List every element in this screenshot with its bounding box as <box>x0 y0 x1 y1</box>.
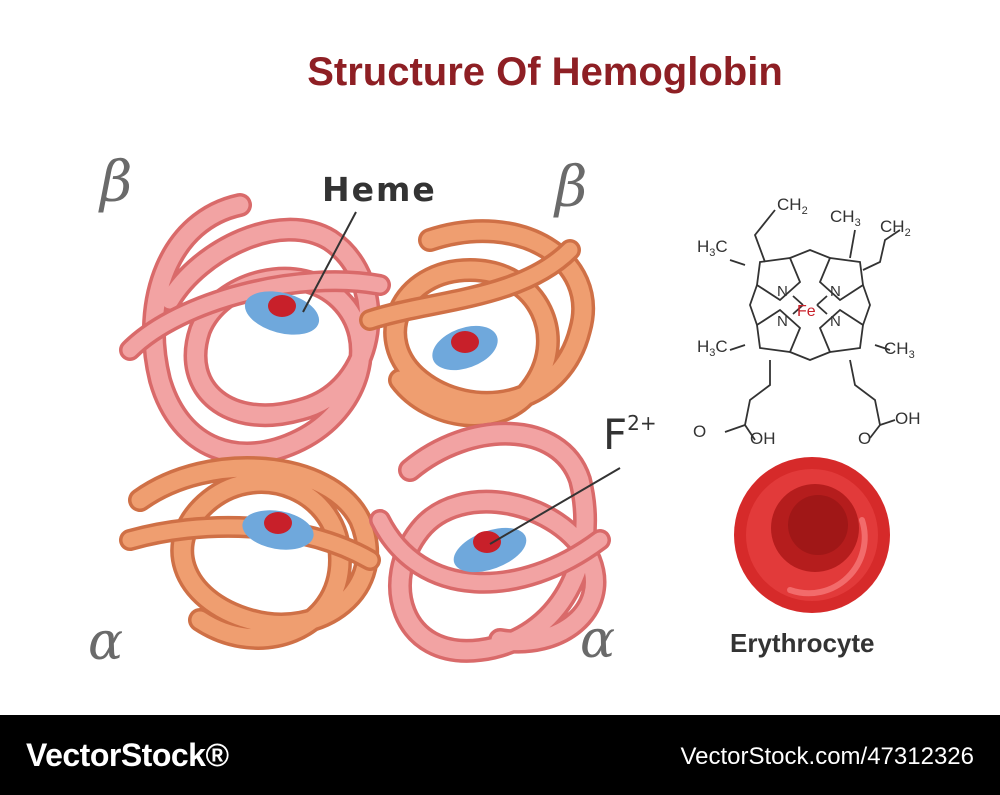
heme-group-3 <box>242 510 314 550</box>
heme-group-2 <box>432 325 498 371</box>
alpha-chain-right <box>369 421 611 663</box>
formula-labels: CH2 CH3 CH2 H3C H3C CH3 N N N N Fe O OH … <box>693 195 921 448</box>
svg-text:CH2: CH2 <box>880 217 911 239</box>
beta-subunit-label-right: β <box>555 155 588 220</box>
svg-text:N: N <box>830 283 841 300</box>
erythrocyte-label: Erythrocyte <box>730 628 875 658</box>
svg-text:CH3: CH3 <box>830 207 861 229</box>
iron-ion-label: F2+ <box>603 410 657 459</box>
alpha-subunit-label-left: α <box>88 612 124 672</box>
heme-label: Heme <box>322 170 437 209</box>
svg-text:Fe: Fe <box>797 303 816 320</box>
vectorstock-logo: VectorStock® <box>26 737 229 773</box>
beta-chain-left <box>119 193 391 466</box>
heme-group-1 <box>244 291 320 335</box>
svg-text:N: N <box>777 283 788 300</box>
page-title: Structure Of Hemoglobin <box>307 50 783 94</box>
svg-text:CH3: CH3 <box>884 339 915 361</box>
heme-structural-formula <box>724 209 901 441</box>
svg-text:N: N <box>777 313 788 330</box>
svg-text:OH: OH <box>895 409 921 428</box>
svg-text:CH2: CH2 <box>777 195 808 217</box>
svg-text:H3C: H3C <box>697 337 728 359</box>
footer-bar: VectorStock® VectorStock.com/47312326 <box>0 715 1000 795</box>
heme-pointer <box>302 211 357 313</box>
image-url: VectorStock.com/47312326 <box>680 743 974 770</box>
alpha-subunit-label-right: α <box>580 610 616 670</box>
svg-text:N: N <box>830 313 841 330</box>
beta-chain-right <box>359 219 596 428</box>
erythrocyte-cell <box>734 457 890 613</box>
svg-text:OH: OH <box>750 429 776 448</box>
beta-subunit-label-left: β <box>100 150 133 215</box>
heme-group-4 <box>453 527 527 573</box>
hemoglobin-illustration <box>119 193 901 663</box>
iron-pointer <box>489 467 621 545</box>
svg-text:O: O <box>693 422 706 441</box>
svg-text:O: O <box>858 429 871 448</box>
svg-text:H3C: H3C <box>697 237 728 259</box>
